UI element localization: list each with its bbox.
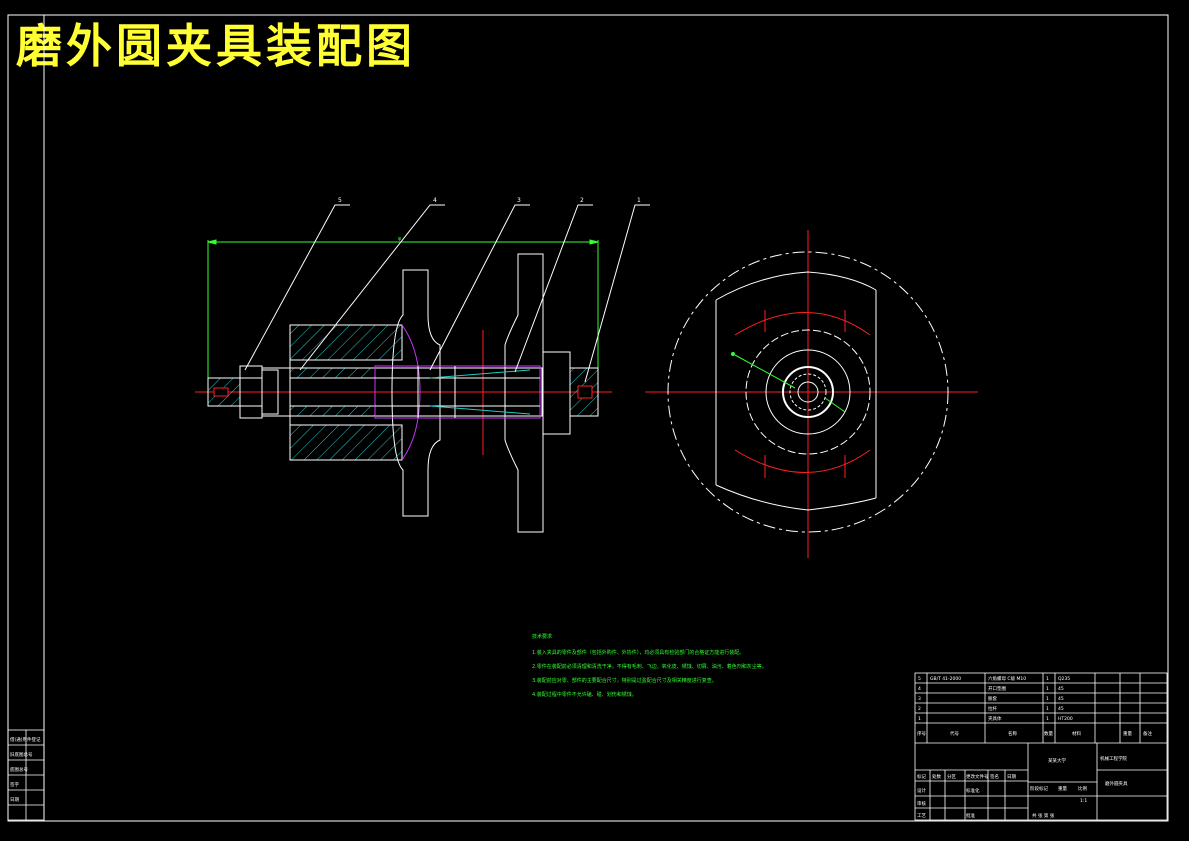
scale-label: 比例 [1078,785,1087,792]
row-label: 分区 [947,773,956,780]
part-qty: 1 [1046,696,1049,702]
part-qty: 1 [1046,706,1049,712]
left-flange [391,269,441,517]
title-block-frame [914,672,1168,821]
section-view: φ [195,197,650,533]
stamp-row: 底图总号 [10,766,28,773]
row-label: 标记 [917,773,926,780]
part-no: 2 [918,706,921,712]
part-qty: 1 [1046,716,1049,722]
stamp-row: 日期 [10,797,19,803]
overall-dimension [207,239,599,378]
balloon-4: 4 [433,197,437,204]
parts-header: 代号 [950,730,959,737]
designer-label: 设计 [917,787,926,794]
part-no: 1 [918,716,921,722]
school-name: 某某大学 [1048,757,1066,764]
sheet-info: 共 张 第 张 [1032,812,1055,819]
parts-header: 数量 [1044,730,1053,737]
stamp-row: 签字 [10,781,19,788]
end-plate [542,351,571,435]
stamp-row: 旧底图总号 [10,751,33,758]
tech-line: 2.零件在装配前必须清理和清洗干净，不得有毛刺、飞边、氧化皮、锈蚀、切屑、油污、… [532,663,767,670]
balloon-2: 2 [580,197,584,204]
part-name: 拉杆 [988,705,997,712]
part-name: 六角螺母 C级 M10 [988,675,1026,682]
part-material: 45 [1058,686,1064,692]
review-label: 审核 [917,800,926,807]
tech-heading: 技术要求 [532,633,552,640]
balloon-5: 5 [338,197,342,204]
technical-requirements: 技术要求 1.装入夹具的零件及部件（包括外购件、外协件），均必须具有检验部门的合… [532,633,767,698]
balloon-3: 3 [517,197,521,204]
row-label: 处数 [932,773,941,780]
part-material: Q235 [1058,676,1070,682]
part-material: 45 [1058,696,1064,702]
part-no: 3 [918,696,921,702]
row-label: 签名 [990,773,999,780]
side-stamp [7,729,45,821]
part-name: 夹具体 [988,715,1002,722]
part-no: 5 [918,676,921,682]
parts-header: 材料 [1072,730,1081,737]
approve-label: 批准 [966,812,975,819]
balloon-1: 1 [637,197,641,204]
stage-label: 阶段标记 [1030,785,1048,792]
part-name: 开口垫圈 [988,685,1006,692]
dimension-label: φ [398,236,402,242]
part-code: GB/T 41-2000 [930,676,961,682]
drawing-title: 磨外圆夹具装配图 [16,19,416,73]
parts-header: 重量 [1123,730,1132,737]
title-block: 某某大学 机械工程学院 磨外圆夹具 标记 处数 分区 更改文件号 签名 日期 设… [917,755,1128,819]
standard-label: 标准化 [966,787,980,794]
scale-value: 1:1 [1080,798,1087,804]
left-thread-end [207,377,241,407]
process-label: 工艺 [917,813,926,819]
stamp-row: 借(通)用件登记 [10,736,41,743]
right-flange [504,253,544,533]
tech-line: 1.装入夹具的零件及部件（包括外购件、外协件），均必须具有检验部门的合格证方能进… [532,649,744,656]
leader-lines [244,204,650,383]
parts-header: 名称 [1008,730,1017,737]
drawing-name: 磨外圆夹具 [1105,780,1128,787]
side-view [645,230,978,558]
part-material: 45 [1058,706,1064,712]
company-name: 机械工程学院 [1100,755,1127,762]
parts-header: 序号 [917,730,926,737]
row-label: 更改文件号 [966,773,989,780]
parts-header: 备注 [1143,730,1152,737]
row-label: 日期 [1007,774,1016,780]
inner-border [43,14,1169,822]
right-nut [569,367,599,417]
parts-list: 5 GB/T 41-2000 六角螺母 C级 M10 1 Q235 4 开口垫圈… [917,675,1152,737]
tech-line: 4.装配过程中零件不允许磕、碰、划伤和锈蚀。 [532,691,637,698]
tech-line: 3.装配前应对零、部件的主要配合尺寸，特别是过盈配合尺寸及相关精度进行复查。 [532,677,717,684]
part-name: 胀套 [988,695,997,702]
part-qty: 1 [1046,686,1049,692]
part-material: HT200 [1058,716,1073,722]
weight-label: 重量 [1058,785,1067,792]
part-qty: 1 [1046,676,1049,682]
part-no: 4 [918,686,921,692]
left-nut [239,365,279,419]
